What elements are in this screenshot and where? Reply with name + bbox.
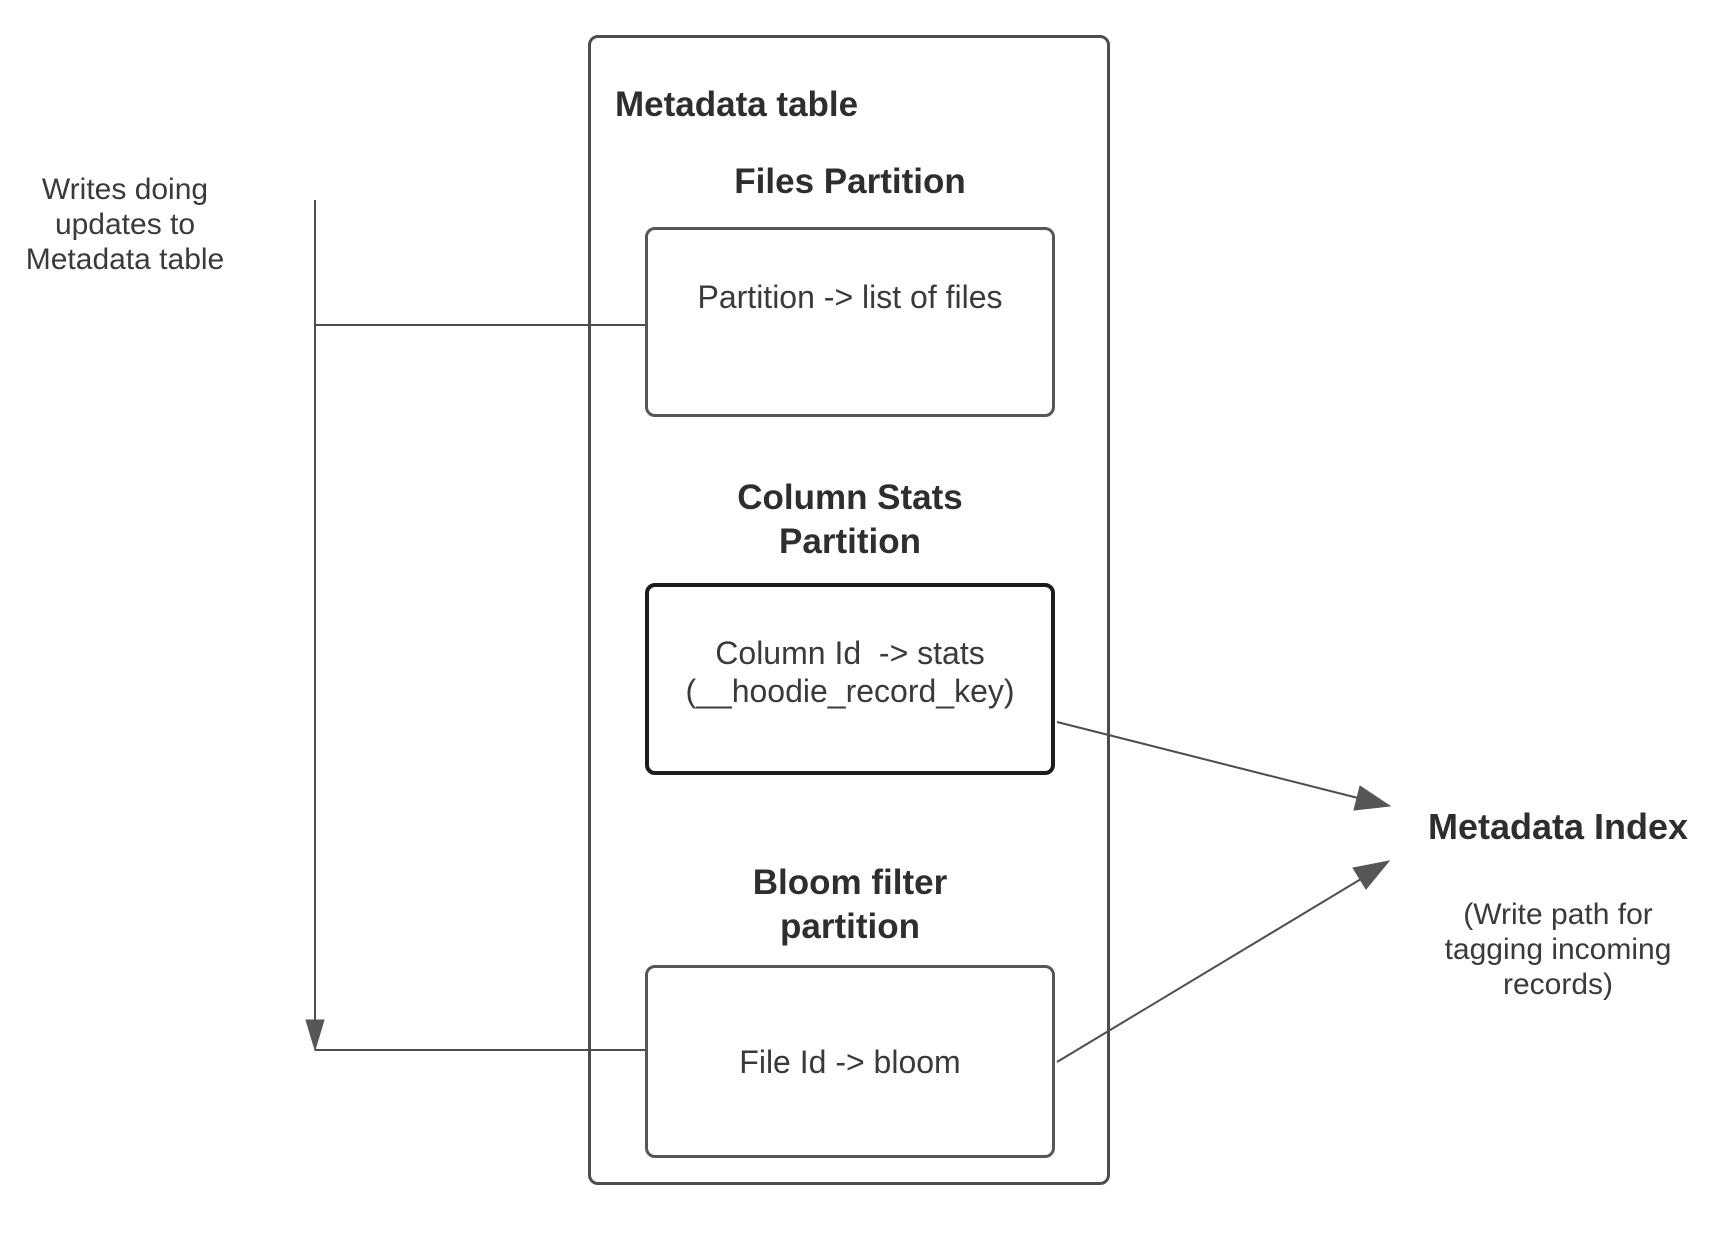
bloom-filter-partition-box: File Id -> bloom (645, 965, 1055, 1158)
metadata-index-title: Metadata Index (1427, 806, 1689, 847)
files-partition-mapping: Partition -> list of files (697, 279, 1003, 315)
column-stats-partition-mapping: Column Id -> stats (__hoodie_record_key) (685, 635, 1015, 709)
metadata-index-subtitle: (Write path for tagging incoming records… (1444, 898, 1672, 1001)
column-stats-partition-box: Column Id -> stats (__hoodie_record_key) (645, 583, 1055, 775)
arrowhead-upright-icon (1352, 860, 1391, 890)
bloom-filter-partition-heading: Bloom filter partition (752, 863, 948, 946)
arrowhead-down-icon (305, 1019, 325, 1052)
bloom-filter-partition-mapping: File Id -> bloom (739, 1043, 961, 1080)
files-partition-box: Partition -> list of files (645, 227, 1055, 417)
metadata-table-title: Metadata table (615, 85, 859, 124)
writes-annotation: Writes doing updates to Metadata table (25, 173, 225, 276)
column-stats-partition-heading: Column Stats Partition (737, 478, 963, 561)
files-partition-heading: Files Partition (734, 162, 966, 201)
metadata-table-box (588, 35, 1110, 1185)
arrowhead-right-icon (1353, 785, 1392, 811)
